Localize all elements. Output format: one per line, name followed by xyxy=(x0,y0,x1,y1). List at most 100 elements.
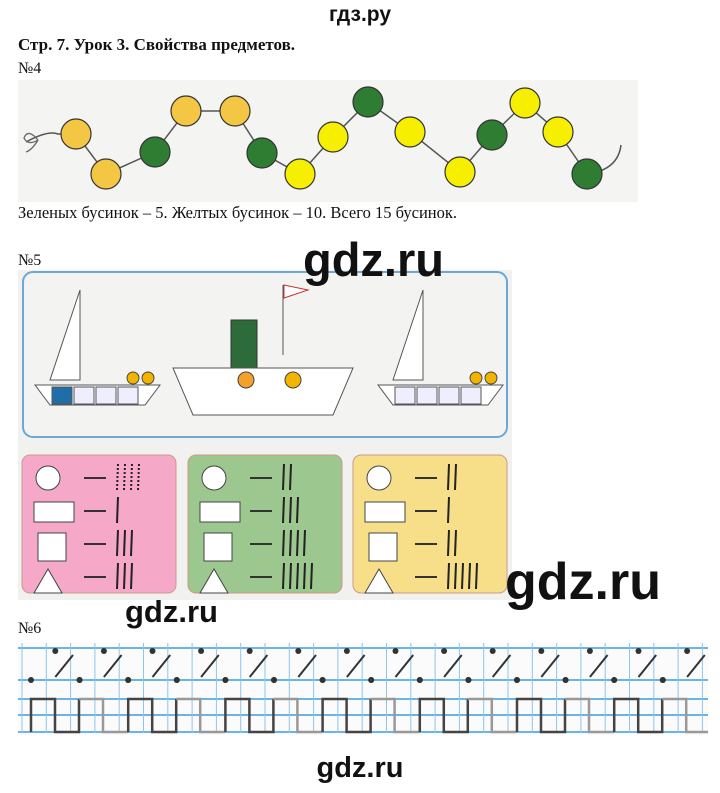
hull-square xyxy=(394,386,416,405)
task-5-number: №5 xyxy=(18,252,42,269)
task-6-number: №6 xyxy=(18,620,42,637)
tally-mark xyxy=(296,562,299,590)
bead-gold xyxy=(60,118,92,150)
rectangle-pattern xyxy=(418,697,470,734)
dot xyxy=(489,648,496,654)
square-shape xyxy=(37,532,67,562)
square-shape xyxy=(368,532,398,562)
sail xyxy=(392,289,424,381)
tally-mark xyxy=(289,562,292,590)
circle-shape xyxy=(366,465,392,491)
hull-square xyxy=(51,386,73,405)
rectangle-shape xyxy=(199,501,241,523)
dot xyxy=(76,677,83,683)
tally-mark xyxy=(447,496,450,524)
dot xyxy=(319,677,326,683)
bead-yellow xyxy=(542,116,574,148)
dot xyxy=(28,677,34,683)
dot xyxy=(198,648,205,654)
pattern-grid xyxy=(18,643,708,735)
slash xyxy=(540,654,560,678)
tally-mark xyxy=(310,562,313,590)
bead-yellow xyxy=(394,116,426,148)
dot xyxy=(635,648,642,654)
bead-yellow xyxy=(444,156,476,188)
dot xyxy=(52,648,59,654)
boats-illustration xyxy=(18,270,512,600)
rectangle-pattern-traced xyxy=(370,697,420,734)
slash xyxy=(54,654,74,678)
circle-shape xyxy=(35,465,61,491)
rectangle-pattern xyxy=(515,697,567,734)
porthole xyxy=(141,371,155,385)
tally-mark xyxy=(116,463,119,491)
rectangle-pattern-traced xyxy=(273,697,323,734)
hull-square xyxy=(438,386,460,405)
watermark: gdz.ru xyxy=(303,233,444,286)
string-bow xyxy=(23,132,39,153)
slash xyxy=(103,654,123,678)
bead-green xyxy=(139,136,171,168)
dot xyxy=(222,677,229,683)
tally-mark xyxy=(282,496,285,524)
bead-green xyxy=(476,119,508,151)
tally-mark xyxy=(289,496,292,524)
ship-hull xyxy=(172,367,354,416)
dot xyxy=(392,648,399,654)
sail xyxy=(49,289,81,381)
hull-square xyxy=(95,386,117,405)
tally-mark xyxy=(289,463,292,491)
slash xyxy=(443,654,463,678)
rectangle-pattern xyxy=(612,697,664,734)
dot xyxy=(416,677,423,683)
task-4-answer: Зеленых бусинок – 5. Желтых бусинок – 10… xyxy=(18,203,457,222)
bead-yellow xyxy=(284,158,316,190)
tally-mark xyxy=(296,529,299,557)
tally-mark xyxy=(116,529,119,557)
bead-yellow xyxy=(509,87,541,119)
triangle-shape xyxy=(33,568,63,594)
rectangle-pattern-traced xyxy=(79,697,128,734)
slash xyxy=(297,654,317,678)
tally-mark xyxy=(454,463,457,491)
rectangle-pattern xyxy=(29,697,81,734)
task-4-number: №4 xyxy=(18,60,42,77)
tally-mark xyxy=(116,562,119,590)
tally-mark xyxy=(454,529,457,557)
porthole xyxy=(469,371,483,385)
bead-yellow xyxy=(317,121,349,153)
square-shape xyxy=(203,532,233,562)
slash xyxy=(394,654,414,678)
slash xyxy=(589,654,609,678)
hull-square xyxy=(117,386,139,405)
dot xyxy=(295,648,302,654)
tally-mark xyxy=(303,562,306,590)
slash xyxy=(346,654,366,678)
slash xyxy=(151,654,171,678)
slash xyxy=(200,654,220,678)
hull-square xyxy=(460,386,482,405)
bead-green xyxy=(352,86,384,118)
tally-mark xyxy=(123,463,126,491)
slash xyxy=(637,654,657,678)
dot xyxy=(538,648,545,654)
chimney xyxy=(230,319,258,369)
dot xyxy=(343,648,350,654)
tally-mark xyxy=(461,562,464,590)
tally-mark xyxy=(468,562,471,590)
dot xyxy=(125,677,132,683)
bead-string xyxy=(25,101,622,175)
dot xyxy=(514,677,520,683)
dot xyxy=(100,648,107,654)
tally-mark xyxy=(447,463,450,491)
triangle-shape xyxy=(364,568,394,594)
dot xyxy=(611,677,618,683)
dot xyxy=(149,648,156,654)
tally-mark xyxy=(130,463,133,491)
bead-gold xyxy=(219,95,251,127)
watermark: gdz.ru xyxy=(505,553,661,611)
bead-gold xyxy=(170,95,202,127)
dot xyxy=(465,677,472,683)
triangle-shape xyxy=(199,568,229,594)
porthole xyxy=(284,371,302,389)
